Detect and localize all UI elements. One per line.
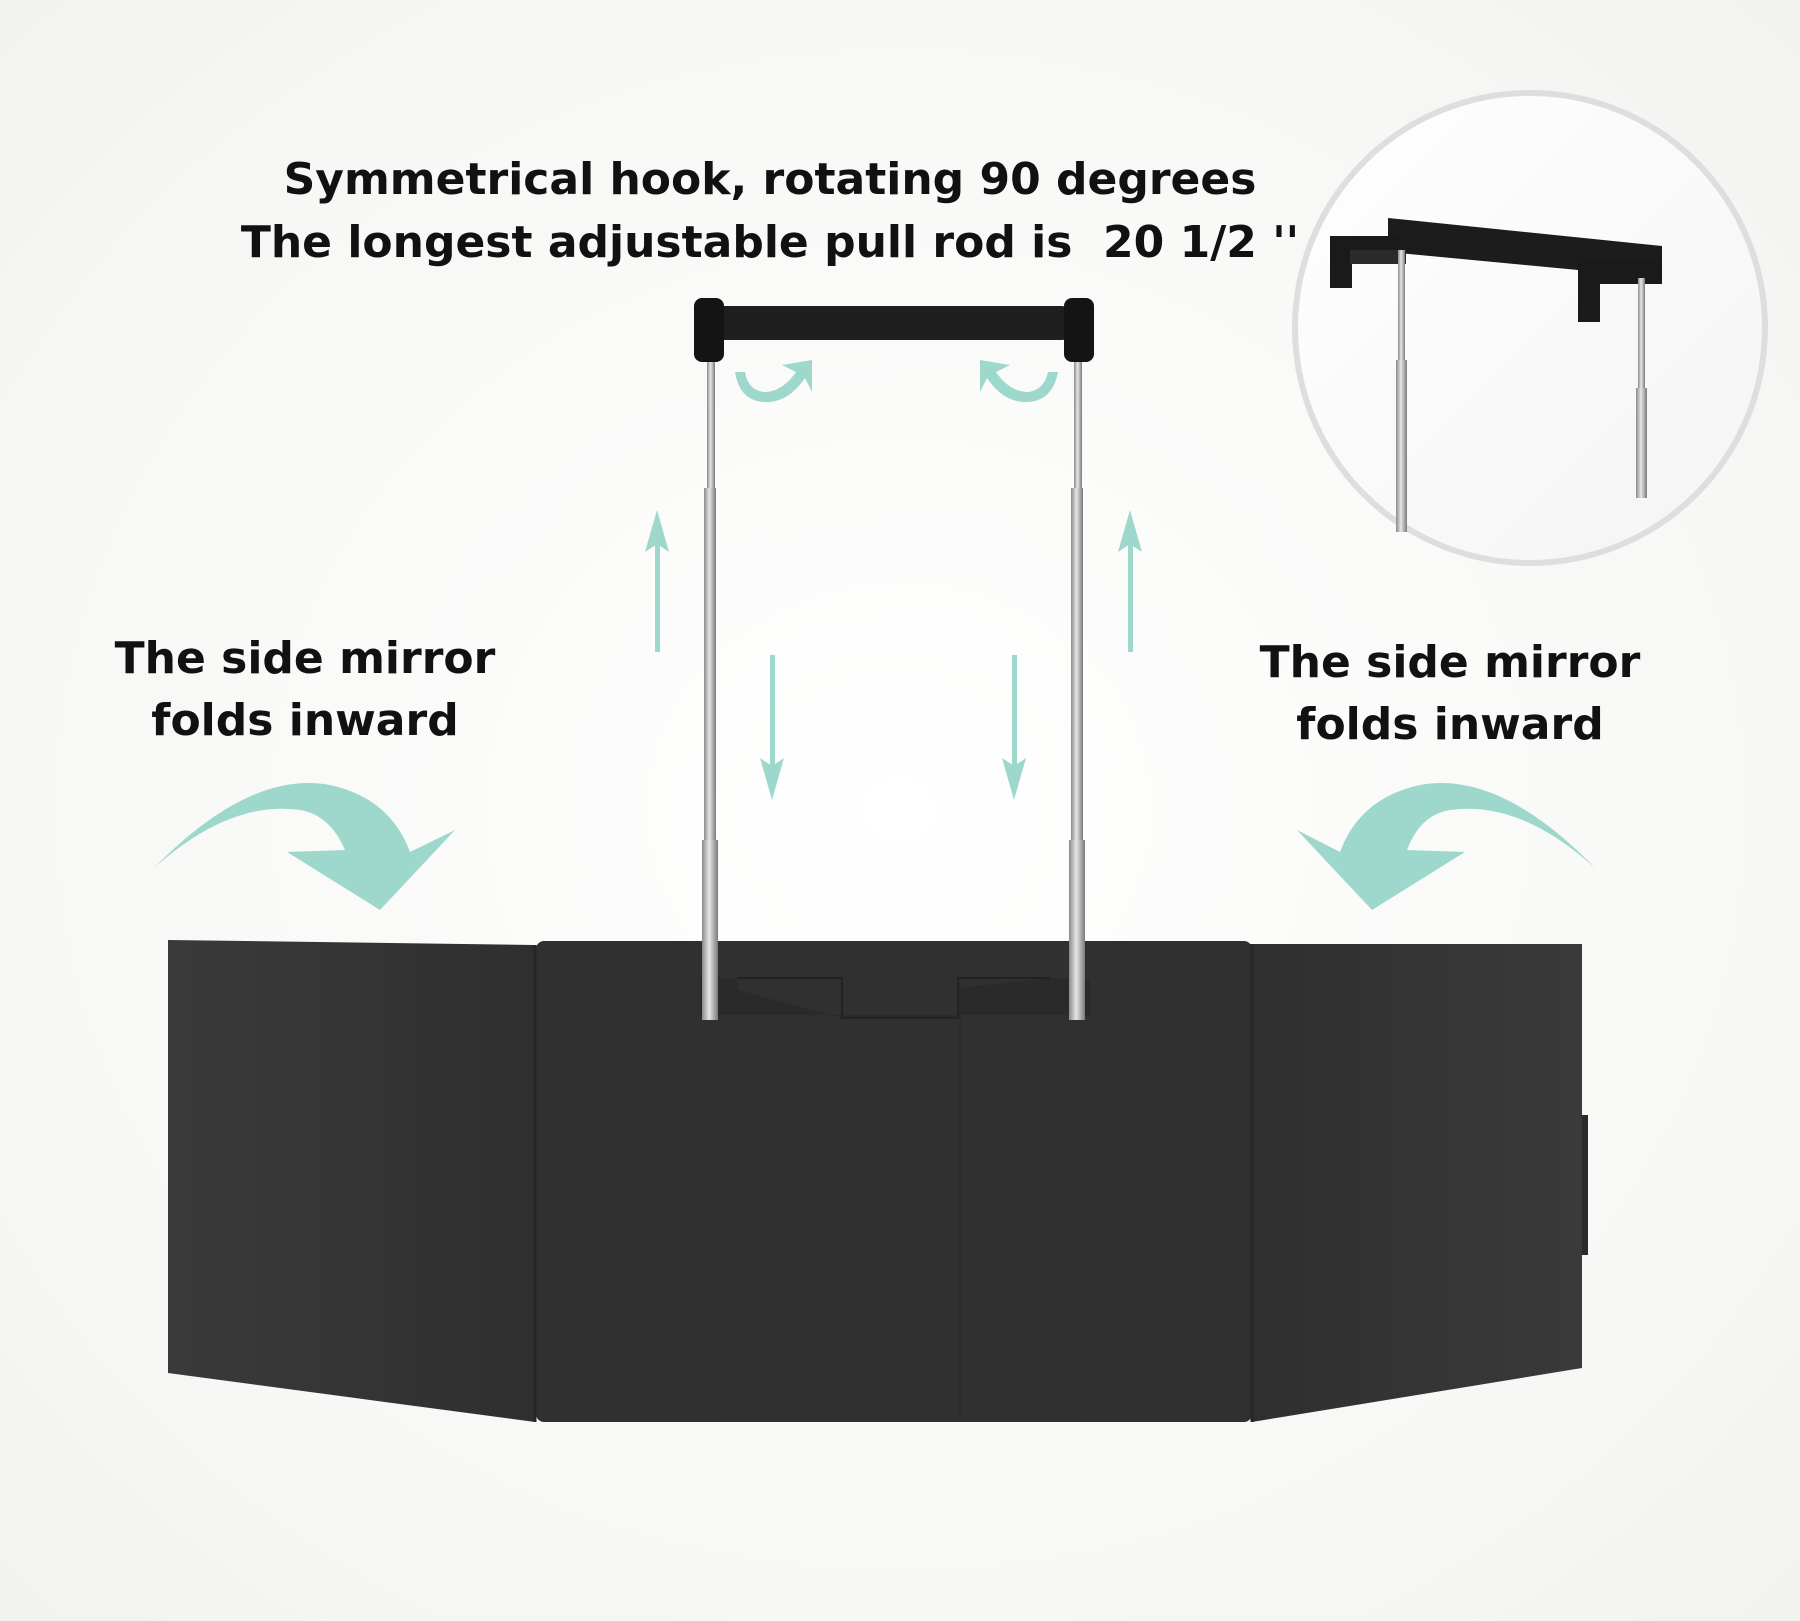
headline-line-2: The longest adjustable pull rod is 20 1/…: [240, 217, 1300, 268]
left-fold-label: The side mirror folds inward: [95, 628, 515, 752]
handle-bar: [718, 306, 1068, 340]
left-fold-label-line-1: The side mirror: [114, 633, 496, 684]
right-fold-label-line-2: folds inward: [1296, 699, 1604, 750]
arrow-down-right-icon: [1002, 758, 1026, 800]
arrow-down-left-shaft: [770, 655, 775, 770]
center-panel: [536, 941, 1252, 1422]
left-handle-cap: [694, 298, 724, 362]
arrow-down-right-shaft: [1012, 655, 1017, 770]
hook-detail-icon: [1330, 218, 1662, 532]
arrow-up-left-icon: [645, 510, 669, 552]
headline-line-1: Symmetrical hook, rotating 90 degrees: [283, 154, 1257, 205]
right-handle-cap: [1064, 298, 1094, 362]
left-panel: [168, 940, 535, 1422]
rotation-arrows: [735, 360, 1058, 403]
left-rod-lower: [702, 840, 718, 1020]
right-panel: [1252, 944, 1582, 1422]
arrow-down-left-icon: [760, 758, 784, 800]
shade-panels: [168, 940, 1588, 1422]
arrow-up-left-shaft: [655, 540, 660, 652]
right-fold-label: The side mirror folds inward: [1240, 632, 1660, 756]
inset-circle: [1292, 90, 1768, 566]
right-rod-upper: [1074, 358, 1082, 488]
arrow-up-right-icon: [1118, 510, 1142, 552]
rotate-arrow-right-icon: [980, 360, 1058, 403]
right-fold-label-line-1: The side mirror: [1259, 637, 1641, 688]
arrow-up-right-shaft: [1128, 540, 1133, 652]
left-rod-middle: [704, 488, 716, 840]
right-rod-middle: [1071, 488, 1083, 840]
rotate-arrow-left-icon: [735, 360, 812, 403]
left-fold-label-line-2: folds inward: [151, 695, 459, 746]
fold-arrow-left-icon: [154, 783, 455, 910]
left-rod-upper: [707, 358, 715, 488]
inset-view: [1292, 90, 1768, 566]
vertical-arrows: [645, 510, 1142, 800]
fold-arrows: [154, 783, 1595, 910]
pull-rod: [694, 298, 1094, 1020]
fold-arrow-right-icon: [1297, 783, 1595, 910]
right-rod-lower: [1069, 840, 1085, 1020]
